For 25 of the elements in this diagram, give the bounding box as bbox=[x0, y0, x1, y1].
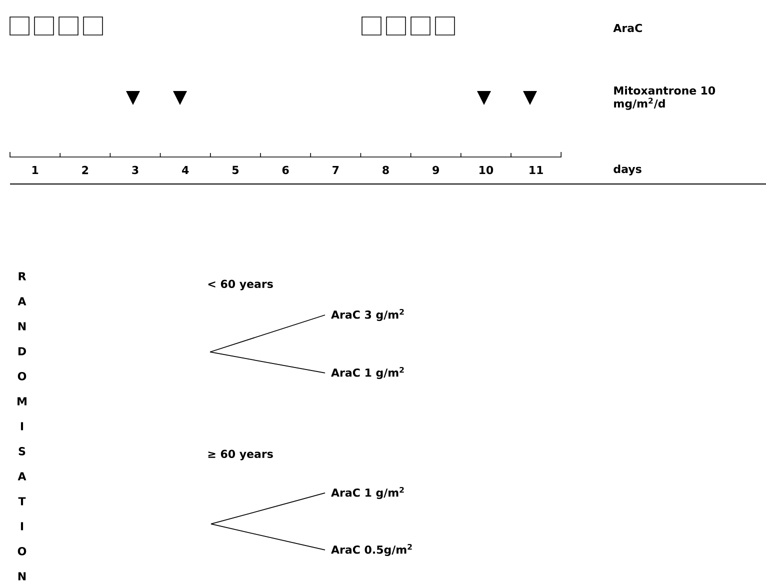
dose-text: AraC 1 g/m$^{2}$ bbox=[331, 486, 404, 500]
day-number: 1 bbox=[32, 166, 38, 174]
axis-label: AraC bbox=[613, 24, 642, 32]
day-number: 10 bbox=[480, 166, 494, 174]
day-number: 4 bbox=[182, 166, 189, 174]
day-number: 7 bbox=[332, 166, 339, 174]
dose-text: AraC 3 g/m$^{2}$ bbox=[331, 308, 404, 322]
day-number: 9 bbox=[432, 166, 439, 174]
day-number: 5 bbox=[232, 166, 239, 174]
branch-line bbox=[210, 524, 326, 550]
day-number: 11 bbox=[530, 166, 543, 174]
day-number: 8 bbox=[382, 166, 389, 174]
dose-text: AraC 1 g/m$^{2}$ bbox=[331, 366, 404, 380]
branch-line bbox=[210, 314, 326, 352]
age-group-label: < 60 years bbox=[208, 280, 273, 290]
day-number: 2 bbox=[82, 166, 88, 174]
dose-text: AraC 0.5g/m$^{2}$ bbox=[331, 544, 412, 556]
axis-label: days bbox=[614, 164, 642, 176]
age-group-label: ≥ 60 years bbox=[208, 450, 273, 460]
day-number: 3 bbox=[132, 166, 138, 174]
axis-label: Mitoxantrone 10 mg/m$^{2}$/d bbox=[614, 86, 716, 110]
branch-line bbox=[210, 492, 326, 524]
vertical-label: RANDOMISATION bbox=[18, 272, 26, 580]
day-number: 6 bbox=[282, 166, 289, 174]
branch-line bbox=[210, 352, 326, 374]
